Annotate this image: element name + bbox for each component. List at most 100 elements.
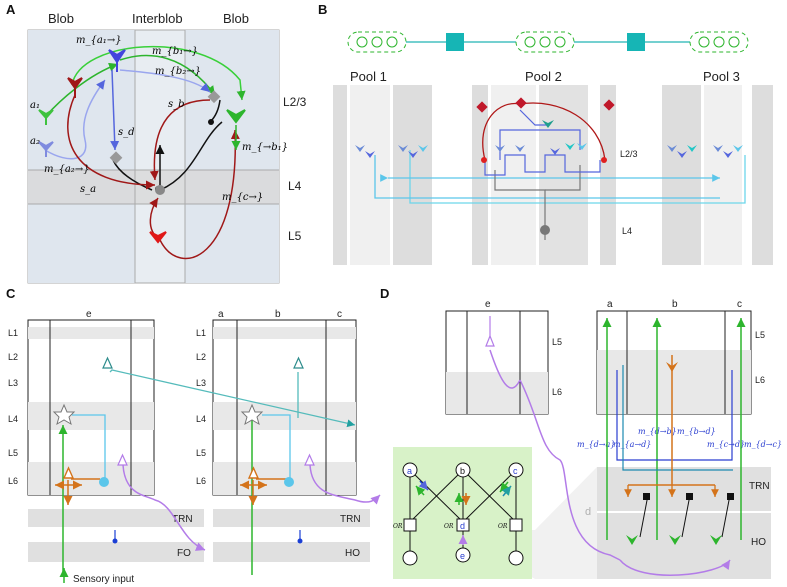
purple-wire [519, 379, 621, 561]
msg-b-to-d: m_{b→d} [677, 427, 716, 436]
purple-triangle-neuron [117, 453, 128, 466]
purple-wire [489, 349, 521, 389]
column-label-a: a [607, 299, 613, 310]
neuron-icon [355, 145, 365, 152]
layer-label-l23: L2/3 [620, 149, 638, 159]
pool-label-3: Pool 3 [703, 69, 740, 84]
layer-label: L4 [196, 414, 206, 424]
factor-node-2 [627, 33, 645, 51]
msg-d-to-a: m_{d→a} [577, 440, 615, 449]
trn-unit [643, 493, 650, 500]
arrow-sd [110, 69, 120, 151]
blue-wire [519, 109, 548, 126]
l6-band [597, 350, 751, 414]
gray-interneuron-sd [109, 151, 123, 165]
neuron-icon [408, 151, 418, 158]
fo-bar [28, 542, 204, 562]
trn-dot [297, 538, 303, 544]
blue-pyramidal-neuron [108, 49, 126, 72]
neuron-icon [565, 143, 575, 150]
col-label-blob-1: Blob [48, 11, 74, 26]
pool-column [350, 85, 390, 265]
gray-l4-neuron [540, 225, 550, 235]
neuron-icon [667, 145, 677, 152]
msg-arrow [418, 480, 429, 491]
purple-wire [122, 464, 206, 551]
unit-circle [698, 36, 710, 48]
pool-column [752, 85, 773, 265]
neuron-icon [542, 120, 554, 128]
unit-circle [386, 36, 398, 48]
purple-wire [309, 464, 381, 505]
graph-edge [409, 469, 464, 523]
layer-label: L1 [8, 328, 18, 338]
unit-circle [539, 36, 551, 48]
layer-label: L3 [8, 378, 18, 388]
arrow-a2 [44, 79, 106, 160]
arrow-sa [67, 94, 156, 190]
layer-label: L2 [196, 352, 206, 362]
neuron-icon [723, 151, 733, 158]
layer-label-l6: L6 [755, 375, 765, 385]
graph-node-c-label: c [513, 466, 518, 476]
cyan-interneuron [99, 477, 109, 487]
panel-label-a: A [6, 2, 16, 17]
trn-link [114, 530, 301, 540]
pool-label-2: Pool 2 [525, 69, 562, 84]
layer-label-l4: L4 [288, 179, 302, 193]
graph-node-a-label: a [407, 466, 412, 476]
unit-circle [713, 36, 725, 48]
factor-node-1 [446, 33, 464, 51]
blue-wire [499, 129, 581, 160]
teal-wire [622, 365, 733, 471]
layer-label-l4: L4 [622, 226, 632, 236]
neuron-icon [495, 145, 505, 152]
cyan-interneuron [284, 477, 294, 487]
purple-triangle-neuron [304, 453, 315, 466]
label-sb: s_b [168, 99, 185, 110]
neuron-icon [733, 145, 743, 152]
layer-label-l5: L5 [552, 337, 562, 347]
column-label-b: b [275, 309, 281, 320]
pool-column [539, 85, 588, 265]
blue-neuron-a2 [38, 141, 54, 157]
graph-node-b-label: b [460, 466, 465, 476]
layer-label: L1 [196, 328, 206, 338]
msg-arrow [501, 485, 512, 497]
column-label-c: c [737, 299, 742, 310]
synapse-dot [208, 119, 214, 125]
label-mb2: m_{b₂→} [155, 66, 201, 77]
orange-triangle-neuron [247, 466, 260, 479]
layer-label: L3 [196, 378, 206, 388]
green-ho-neuron [669, 535, 681, 545]
gray-interneuron-sb [207, 90, 221, 104]
layer-label-l23: L2/3 [283, 95, 307, 109]
or-label: OR [444, 523, 454, 530]
neuron-icon [515, 145, 525, 152]
teal-triangle-neuron [102, 356, 113, 369]
pool-column [704, 85, 742, 265]
panel-label-d: D [380, 286, 389, 301]
orange-triangle-neuron [62, 466, 75, 479]
synapse-dot [481, 157, 487, 163]
label-ma1: m_{a₁→} [76, 35, 122, 46]
unit-circle [356, 36, 368, 48]
layer-label: L6 [8, 476, 18, 486]
label-to-b1: m_{→b₁} [242, 142, 288, 153]
trn-label-right: TRN [340, 514, 361, 525]
blue-wire [484, 154, 601, 176]
neuron-icon [687, 145, 697, 152]
neuron-icon [398, 145, 408, 152]
gray-wire [494, 170, 546, 240]
panel-label-b: B [318, 2, 327, 17]
label-sd: s_d [118, 127, 135, 138]
synapse-dot [601, 157, 607, 163]
black-wire [639, 494, 731, 538]
layer-label: L2 [8, 352, 18, 362]
l6-band [446, 372, 548, 414]
trn-bar-left [28, 509, 204, 527]
teal-wire [109, 369, 356, 428]
label-a1: a₁ [30, 100, 40, 111]
purple-wire [619, 559, 731, 576]
